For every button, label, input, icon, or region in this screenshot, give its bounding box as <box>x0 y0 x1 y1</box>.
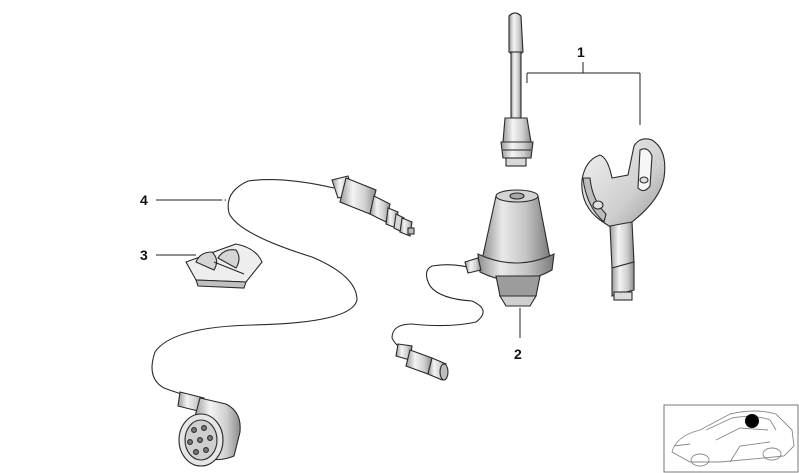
car-outline-icon <box>671 410 795 467</box>
callout-1-label: 1 <box>577 44 585 60</box>
antenna-base <box>477 189 555 307</box>
cable-clip <box>185 243 263 289</box>
callout-3-label: 3 <box>140 247 148 263</box>
cable-connector-top <box>331 175 415 237</box>
antenna-location-marker <box>745 414 759 428</box>
antenna-mast <box>500 12 534 167</box>
mounting-tool <box>581 138 666 301</box>
din-connector <box>177 391 241 467</box>
extension-cable <box>145 173 358 402</box>
callout-2-label: 2 <box>514 346 522 362</box>
antenna-base-cable <box>386 257 484 354</box>
coax-plug <box>395 343 449 381</box>
callout-4-label: 4 <box>140 192 148 208</box>
callout-1-leader <box>526 62 641 125</box>
vehicle-location-thumbnail <box>663 404 799 473</box>
